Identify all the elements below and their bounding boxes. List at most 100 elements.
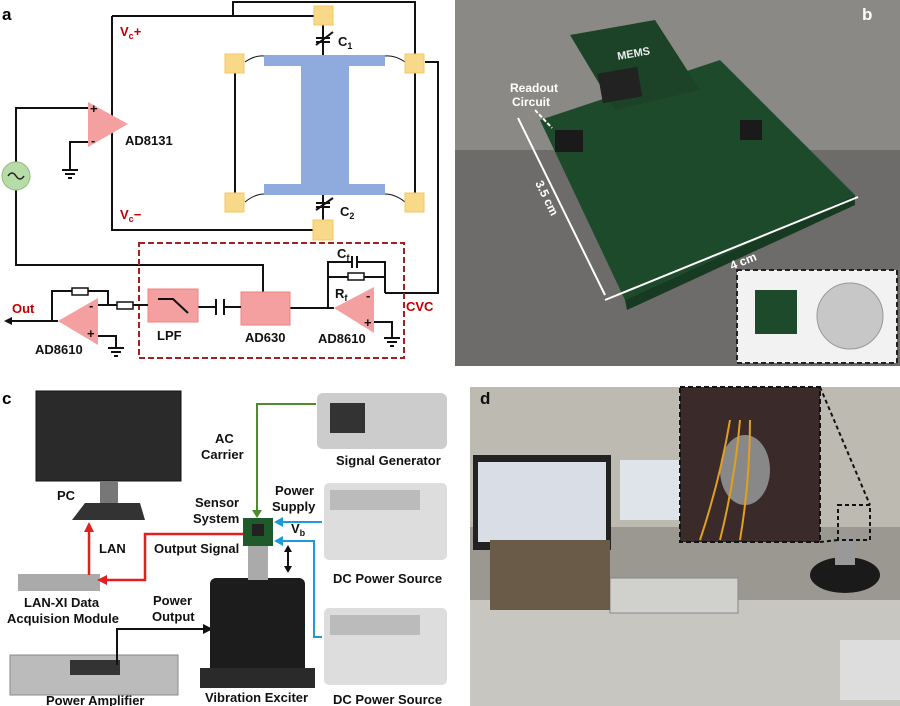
power-supply-line2: Supply [272,499,316,514]
panel-label-d: d [480,389,490,408]
inset-pcb [755,290,797,334]
vb-label: Vb [291,521,306,538]
c1-label: C1 [338,34,352,51]
c2-label: C2 [340,204,354,221]
supply-arrows [280,521,322,638]
amp-minus: - [91,133,95,148]
pc-monitor [35,390,182,482]
output-signal-arrow [105,532,243,582]
dimension-height [517,117,606,296]
ad630-label: AD630 [245,330,285,345]
daq-label-line1: LAN-XI Data [24,595,100,610]
wire-left-vc [111,16,313,231]
amp-ad8131 [88,102,128,147]
power-supply-line1: Power [275,483,314,498]
lpf-label: LPF [157,328,182,343]
power-amp-label: Power Amplifier [46,693,144,706]
cvc-label: CVC [406,299,434,314]
panel-label-a: a [2,5,12,24]
pad-top-right [404,53,425,74]
out-label: Out [12,301,35,316]
power-output-line2: Output [152,609,195,624]
arrow-out-icon [4,317,12,325]
rf-label: Rf [335,286,348,303]
wire-top [112,1,416,62]
ground-icon [374,321,400,347]
zoom-highlight [837,504,871,541]
readout-arrow [534,109,553,129]
power-output-arrow [116,628,205,665]
resistor-in [116,301,134,310]
pad-top-left [224,53,245,74]
lowpass-icon [158,298,189,314]
ground-icon [98,335,124,357]
capacitor-cf [351,256,358,268]
vc-plus-label: Vc+ [120,24,142,41]
output-signal-label: Output Signal [154,541,239,556]
pad-bottom [312,219,334,241]
readout-label-line1: Readout [510,81,558,95]
bag [490,540,610,610]
exciter-mount [248,545,268,580]
panel-label-c: c [2,389,11,408]
wire-right-to-cvc [385,61,439,294]
panel-b-photo: MEMS b Readout Circuit 3.5 cm 4 cm [455,0,900,366]
desk [470,600,900,706]
panel-a-circuit: a Vc+ Vc− C1 C2 + - AD8131 [1,1,439,359]
pad-top [313,5,334,26]
signal-gen-label: Signal Generator [336,453,441,468]
mems-beam [264,55,385,195]
ac-carrier-line1: AC [215,431,234,446]
lpf-block [147,288,199,323]
wire-pads [234,62,416,202]
bond-wires [244,55,406,203]
ground-icon [62,169,78,179]
ac-carrier-line2: Carrier [201,447,244,462]
wires [699,419,751,541]
resistor-feedback [71,287,89,296]
amp-plus: + [90,101,98,116]
pcb-board [540,60,855,300]
inset-exciter [720,435,770,505]
dimension-width [604,196,859,301]
panel-c-setup: c PC LAN-XI Data Acquision Module LAN Ou… [2,389,447,706]
daq-label-line2: Acquision Module [7,611,119,626]
sensor-label-line2: System [193,511,239,526]
amp-plus: + [364,315,372,330]
daq-module [18,574,100,591]
ad8610-cvc-label: AD8610 [318,331,366,346]
chip [555,130,583,152]
ad8610-out-label: AD8610 [35,342,83,357]
exciter-label: Vibration Exciter [205,690,308,705]
sensor-label-line1: Sensor [195,495,239,510]
panel-d-photo: d [470,386,900,706]
cvc-box [138,242,405,359]
pad-bottom-left [224,192,245,213]
coupling-capacitor [198,299,241,315]
pc-label: PC [57,488,76,503]
power-output-line1: Power [153,593,192,608]
mems-label: MEMS [616,45,651,63]
amp-minus: - [89,298,93,313]
panel-label-b: b [862,5,872,24]
pad-bottom-right [404,192,425,213]
lan-label: LAN [99,541,126,556]
amp-ad8610-cvc [334,287,374,333]
readout-label-line2: Circuit [512,95,550,109]
ad8131-label: AD8131 [125,133,173,148]
ad630-block [240,291,291,326]
resistor-rf [347,272,365,281]
vc-minus-label: Vc− [120,207,142,224]
amp-minus: - [366,288,370,303]
chip [740,120,762,140]
amp-ad8610-out [58,298,98,345]
coin [816,282,884,350]
dc2-label: DC Power Source [333,692,442,706]
amp-plus: + [87,326,95,341]
carrier-arrow [256,403,316,512]
vibration-exciter [210,578,305,678]
instrument [609,577,739,614]
wire-source-amp [15,107,90,170]
cf-label: Cf [337,246,350,263]
